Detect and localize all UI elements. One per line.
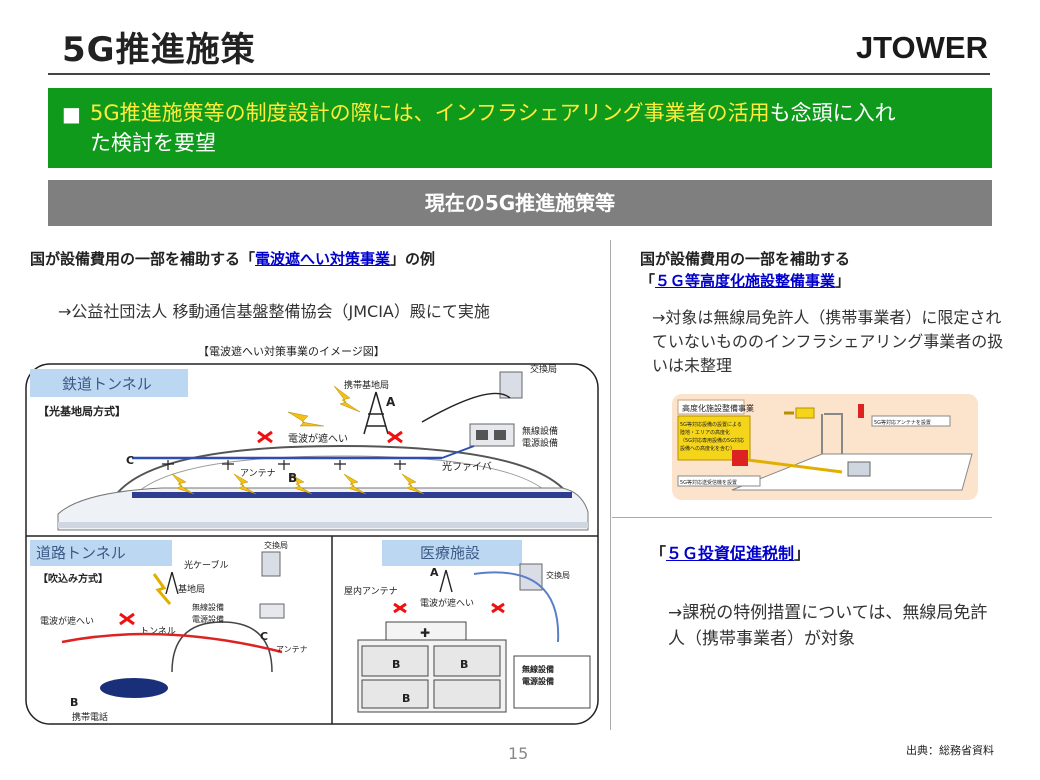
advanced-facility-program-link[interactable]: ５Ｇ等高度化施設整備事業 [655, 272, 836, 290]
medical-power-equipment: 電源設備 [522, 676, 554, 686]
road-mobile-label: 携帯電話 [72, 711, 108, 723]
road-tunnel-text: トンネル [140, 626, 176, 637]
shielding-diagram: 【電波遮へい対策事業のイメージ図】 鉄道トンネル 【光基地局方式】 C アンテナ… [25, 344, 599, 725]
right-row-divider [612, 517, 992, 518]
key-message-banner: ■ 5G推進施策等の制度設計の際には、インフラシェアリング事業者の活用も念頭に入… [48, 88, 992, 168]
left-note: →公益社団法人 移動通信基盤整備協会（JMCIA）殿にて実施 [58, 302, 490, 321]
section-header: 現在の5G推進施策等 [48, 180, 992, 226]
square-bullet-icon: ■ [62, 102, 81, 126]
road-power-equipment: 電源設備 [192, 614, 224, 624]
figure-equipment-label: 5G等対応送受信機を設置 [680, 479, 737, 486]
figure-title: 高度化施設整備事業 [682, 403, 754, 413]
investment-tax-link[interactable]: ５Ｇ投資促進税制 [666, 544, 795, 563]
figure-note-1: 5G等対応設備の設置による [680, 421, 742, 428]
rail-exchange: 交換局 [530, 363, 557, 375]
road-blocked-label: 電波が遮へい [40, 615, 94, 627]
figure-note-2: 陸地・エリアの高度化 [680, 429, 730, 436]
svg-text:C: C [260, 630, 268, 643]
shielding-program-link[interactable]: 電波遮へい対策事業 [255, 250, 391, 268]
right-description: →対象は無線局免許人（携帯事業者）に限定されていないもののインフラシェアリング事… [652, 308, 1004, 375]
medical-radio-equipment: 無線設備 [522, 664, 554, 674]
svg-text:A: A [430, 566, 439, 579]
svg-text:B: B [392, 658, 400, 671]
road-radio-equipment: 無線設備 [192, 602, 224, 612]
svg-text:B: B [402, 692, 410, 705]
medical-blocked-label: 電波が遮へい [420, 597, 474, 609]
svg-text:✚: ✚ [420, 626, 430, 640]
road-method: 【吹込み方式】 [38, 572, 108, 585]
svg-text:B: B [70, 696, 78, 709]
rail-antenna-label: アンテナ [240, 468, 276, 479]
svg-text:B: B [288, 471, 297, 485]
right-description-2: →課税の特例措置については、無線局免許人（携帯事業者）が対象 [668, 603, 988, 649]
svg-text:C: C [126, 454, 134, 467]
banner-text: 5G推進施策等の制度設計の際には、インフラシェアリング事業者の活用も念頭に入れた… [90, 98, 980, 158]
diagram-caption: 【電波遮へい対策事業のイメージ図】 [198, 344, 385, 358]
road-exchange: 交換局 [264, 540, 288, 550]
left-heading: 国が設備費用の一部を補助する「電波遮へい対策事業」の例 [30, 250, 436, 268]
road-antenna-label: アンテナ [276, 645, 308, 654]
rail-tunnel-label: 鉄道トンネル [62, 375, 152, 393]
medical-facility-label: 医療施設 [420, 544, 480, 562]
page-title: 5G推進施策 [62, 30, 256, 70]
rail-power-equipment: 電源設備 [522, 437, 558, 449]
right-heading: 国が設備費用の一部を補助する「５Ｇ等高度化施設整備事業」 [640, 250, 851, 290]
figure-note-4: 設備への高度化を含む） [680, 445, 735, 452]
rail-method: 【光基地局方式】 [38, 404, 126, 418]
company-logo: JTOWER [855, 30, 988, 65]
road-tunnel-label: 道路トンネル [36, 544, 126, 562]
title-rule [48, 73, 990, 75]
source-note: 出典：総務省資料 [906, 744, 994, 757]
advanced-facility-figure: 高度化施設整備事業 5G等対応設備の設置による 陸地・エリアの高度化 （5G対応… [672, 394, 978, 500]
rail-radio-equipment: 無線設備 [522, 425, 558, 437]
svg-text:B: B [460, 658, 468, 671]
rail-fiber-label: 光ファイバ [442, 460, 492, 473]
figure-note-3: （5G対応専用設備の5G対応 [680, 437, 744, 444]
banner-line2: た検討を要望 [90, 131, 216, 155]
banner-rest: も念頭に入れ [769, 101, 896, 125]
figure-antenna-label: 5G等対応アンテナを設置 [874, 419, 931, 426]
indoor-antenna-label: 屋内アンテナ [344, 585, 398, 597]
page-number: 15 [508, 744, 529, 763]
medical-exchange: 交換局 [546, 570, 570, 580]
right-heading-2: 「５Ｇ投資促進税制」 [650, 544, 811, 563]
road-optical-cable: 光ケーブル [184, 559, 228, 571]
rail-blocked-label: 電波が遮へい [288, 432, 348, 445]
road-base-station: 基地局 [178, 583, 205, 595]
column-divider [610, 240, 611, 730]
banner-highlight: 5G推進施策等の制度設計の際には、インフラシェアリング事業者の活用 [90, 101, 770, 125]
svg-text:A: A [386, 395, 396, 409]
rail-base-station: 携帯基地局 [344, 379, 389, 391]
